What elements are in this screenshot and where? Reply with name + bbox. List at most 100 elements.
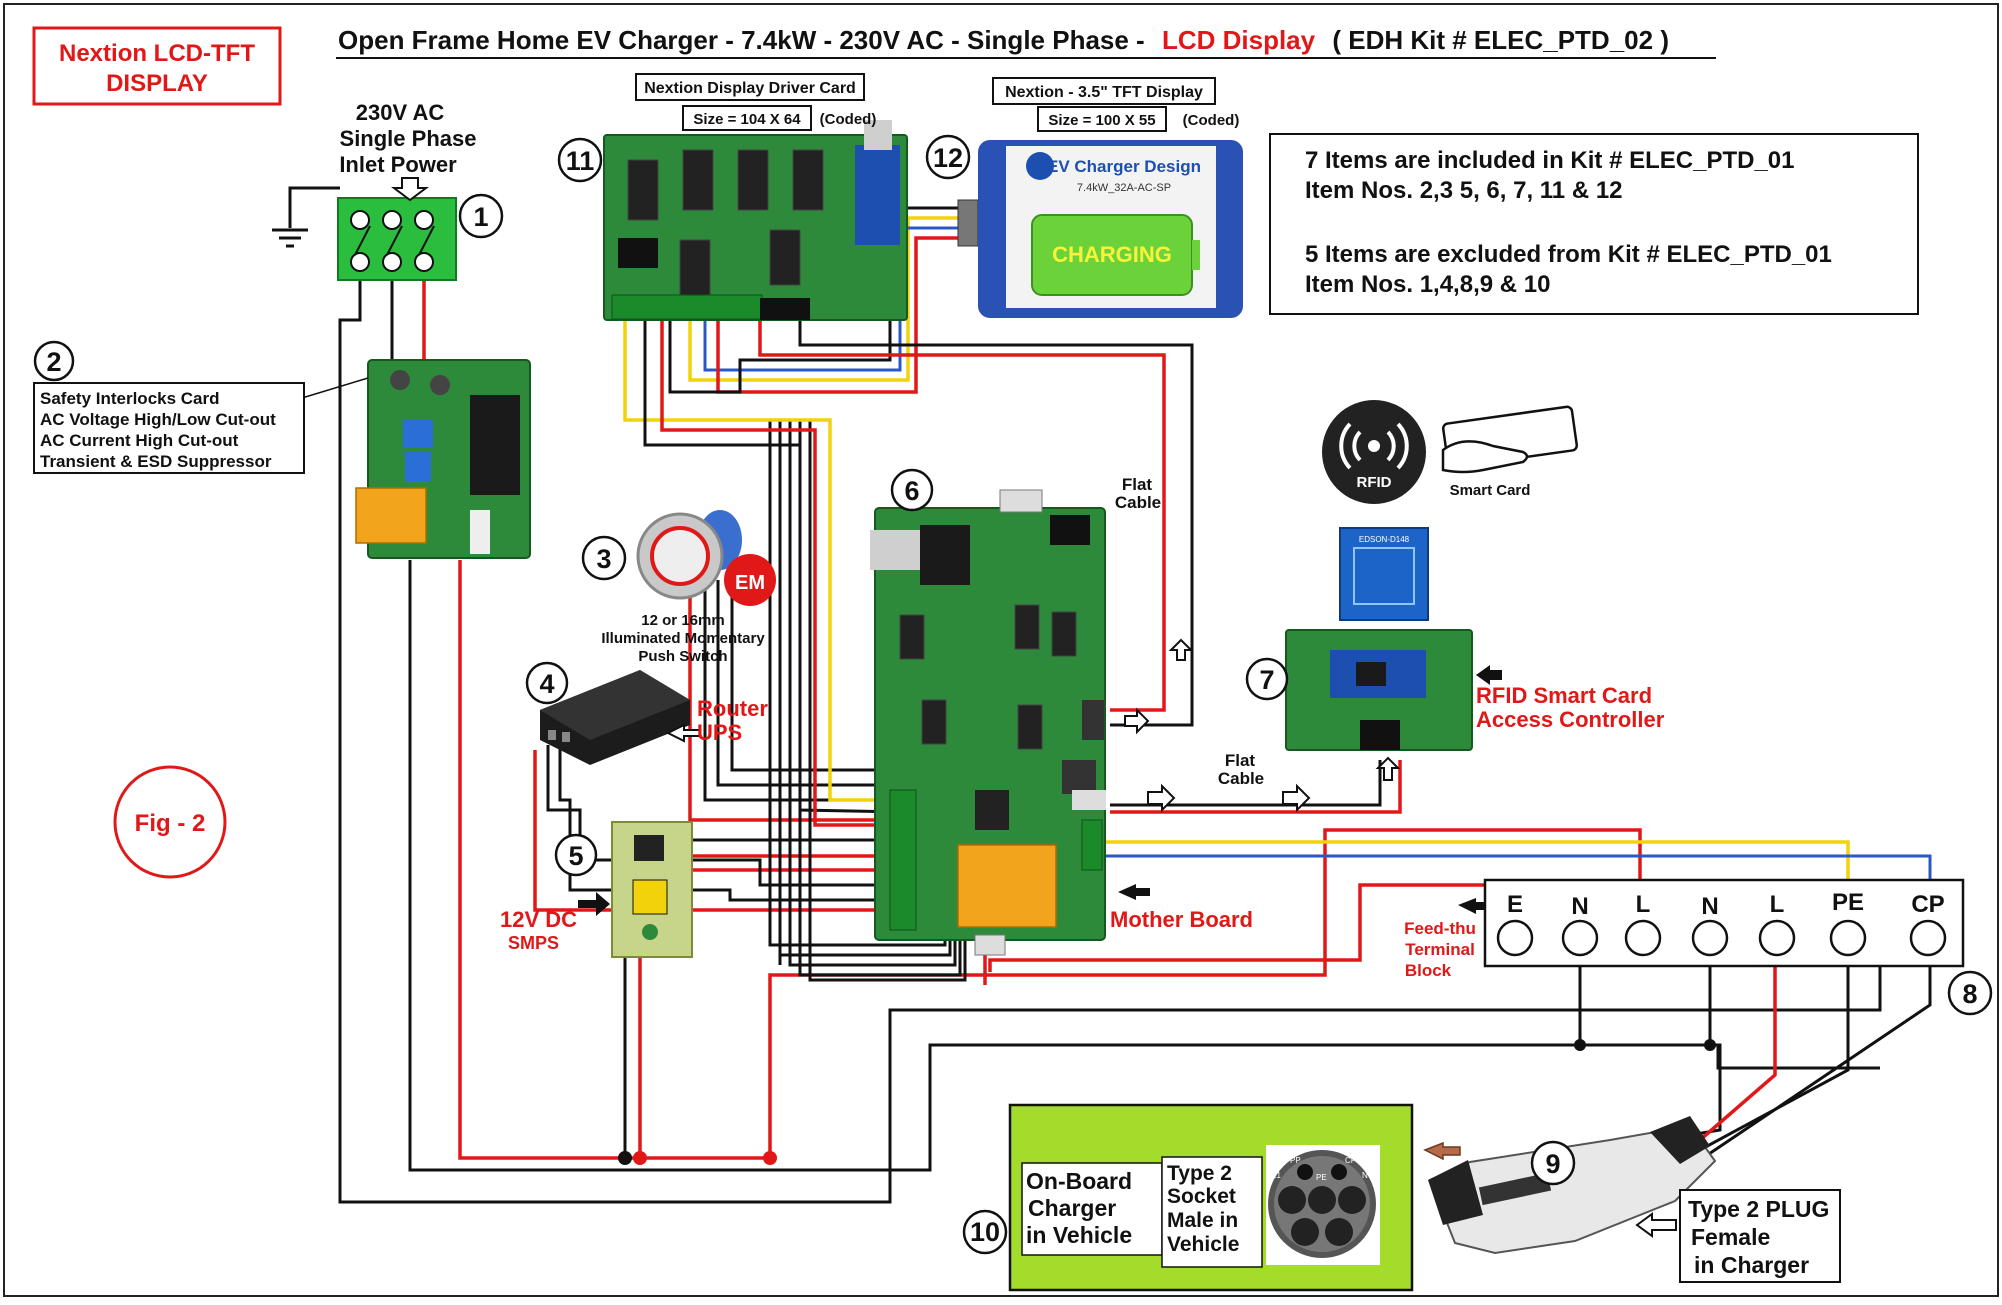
safety-line3: AC Current High Cut-out [40, 431, 239, 450]
terminal-n1: N [1561, 893, 1599, 957]
kit-info-line1: 7 Items are included in Kit # ELEC_PTD_0… [1305, 147, 1795, 174]
svg-text:L: L [1770, 891, 1785, 918]
pin-n: N [1362, 1171, 1368, 1180]
wiring [272, 186, 1932, 1204]
svg-text:5: 5 [568, 841, 583, 871]
display-driver-card [603, 120, 908, 321]
svg-text:6: 6 [904, 476, 919, 506]
tft-display: EV Charger Design 7.4kW_32A-AC-SP CHARGI… [957, 140, 1243, 318]
flat-cable-top-line2: Cable [1115, 493, 1161, 512]
vehicle-socket-line4: Vehicle [1167, 1233, 1239, 1256]
svg-text:10: 10 [970, 1217, 1000, 1247]
terminal-e: E [1496, 891, 1534, 957]
tft-display-size: Size = 100 X 55 [1048, 112, 1155, 129]
title-highlight: LCD Display [1162, 25, 1316, 55]
kit-info-line4: Item Nos. 1,4,8,9 & 10 [1305, 271, 1550, 298]
plug-line3: in Charger [1694, 1252, 1809, 1278]
figure-label-text: Fig - 2 [135, 810, 206, 837]
vehicle-charger-line2: Charger [1028, 1195, 1116, 1221]
tft-screen-sub: 7.4kW_32A-AC-SP [1077, 182, 1171, 194]
svg-text:Open Frame Home EV Charger - 7: Open Frame Home EV Charger - 7.4kW - 230… [338, 25, 1669, 55]
pin-l3: L3 [1360, 1245, 1369, 1254]
flat-cable-rfid-line2: Cable [1218, 769, 1264, 788]
plug-line2: Female [1691, 1224, 1770, 1250]
svg-text:3: 3 [596, 544, 611, 574]
router-label-line2: UPS [697, 720, 742, 745]
terminal-cp: CP [1909, 891, 1947, 957]
title-main: Open Frame Home EV Charger - 7.4kW - 230… [338, 25, 1145, 55]
rfid-controller-line1: RFID Smart Card [1476, 683, 1652, 708]
flat-cable-right-arrow-icon [1124, 707, 1150, 735]
safety-interlocks-card [355, 359, 531, 559]
pin-l1: L1 [1272, 1171, 1281, 1180]
push-switch-label: 12 or 16mm Illuminated Momentary Push Sw… [601, 612, 765, 665]
rfid-module-text: EDSON-D148 [1359, 535, 1410, 544]
smps-module: 12V DC SMPS [500, 821, 693, 958]
page-title: Open Frame Home EV Charger - 7.4kW - 230… [336, 25, 1716, 59]
svg-text:PE: PE [1832, 889, 1864, 916]
push-switch-line2: Illuminated Momentary [601, 630, 765, 647]
item-number-12: 12 [925, 134, 971, 180]
type2-plug [1428, 1116, 1717, 1255]
svg-text:N: N [1571, 893, 1588, 920]
flat-cable-rfid-line1: Flat [1225, 751, 1256, 770]
smart-card-hand-icon: Smart Card [1441, 405, 1579, 499]
item-number-10: 10 [962, 1209, 1008, 1255]
inlet-terminal-block [337, 177, 457, 281]
display-type-box: Nextion LCD-TFT DISPLAY [32, 26, 282, 106]
item-number-11: 11 [557, 137, 603, 183]
display-type-line1: Nextion LCD-TFT [59, 40, 255, 67]
flat-cable-rfid: Flat Cable [1147, 751, 1401, 813]
tft-screen-title: EV Charger Design [1047, 157, 1201, 176]
terminal-l1: L [1624, 891, 1662, 957]
vehicle-panel: On-Board Charger in Vehicle Type 2 Socke… [1008, 1103, 1414, 1292]
kit-info-box: 7 Items are included in Kit # ELEC_PTD_0… [1269, 133, 1919, 315]
router-ups: Router UPS [540, 670, 768, 765]
svg-text:E: E [1507, 891, 1523, 918]
plug-insert-arrow-icon [1423, 1141, 1461, 1161]
item-number-6: 6 [890, 468, 934, 512]
safety-card-description: Safety Interlocks Card AC Voltage High/L… [33, 382, 305, 474]
type2-socket-icon: PP CP N PE L1 L2 L3 [1268, 1150, 1376, 1258]
vehicle-charger-line1: On-Board [1026, 1168, 1132, 1194]
pin-pp: PP [1290, 1156, 1301, 1165]
terminal-block-label-line3: Block [1405, 961, 1452, 980]
rfid-icon-text: RFID [1357, 474, 1392, 491]
display-driver-coded: (Coded) [820, 111, 877, 128]
rfid-controller-line2: Access Controller [1476, 707, 1665, 732]
terminal-l2: L [1758, 891, 1796, 957]
terminal-block-label-line1: Feed-thu [1404, 919, 1476, 938]
rfid-controller-card: RFID Smart Card Access Controller [1285, 629, 1665, 751]
flat-cable-top: Flat Cable [1115, 475, 1194, 735]
push-switch-line3: Push Switch [638, 648, 727, 665]
vehicle-socket-line2: Socket [1167, 1185, 1236, 1208]
inlet-label-line2: Single Phase [340, 126, 477, 151]
em-badge-text: EM [735, 572, 765, 594]
rfid-badge: RFID [1322, 400, 1426, 504]
flat-cable-arrow-left-icon [1147, 783, 1176, 813]
pin-pe: PE [1316, 1173, 1327, 1182]
tft-display-name: Nextion - 3.5" TFT Display [1005, 84, 1203, 101]
safety-line2: AC Voltage High/Low Cut-out [40, 410, 276, 429]
title-kit: ( EDH Kit # ELEC_PTD_02 ) [1332, 25, 1669, 55]
vehicle-socket-line3: Male in [1167, 1209, 1238, 1232]
smps-label-line2: SMPS [508, 933, 559, 953]
item-number-3: 3 [581, 535, 627, 581]
item-number-9: 9 [1530, 1140, 1576, 1186]
inlet-power-label: 230V AC Single Phase Inlet Power [339, 100, 476, 177]
display-driver-size: Size = 104 X 64 [693, 111, 801, 128]
pin-cp: CP [1345, 1156, 1356, 1165]
inlet-arrow-icon [391, 177, 429, 202]
push-switch-line1: 12 or 16mm [641, 612, 724, 629]
svg-text:CP: CP [1911, 891, 1944, 918]
flat-cable-up-arrow-icon [1168, 638, 1194, 661]
rfid-reader-module: EDSON-D148 [1339, 527, 1429, 621]
display-driver-label: Nextion Display Driver Card Size = 104 X… [635, 73, 877, 131]
flat-cable-top-line1: Flat [1122, 475, 1153, 494]
display-type-line2: DISPLAY [106, 70, 208, 97]
terminal-pe: PE [1829, 889, 1867, 957]
terminal-n2: N [1691, 893, 1729, 957]
svg-text:N: N [1701, 893, 1718, 920]
item-number-5: 5 [554, 833, 598, 877]
plug-line1: Type 2 PLUG [1688, 1196, 1829, 1222]
